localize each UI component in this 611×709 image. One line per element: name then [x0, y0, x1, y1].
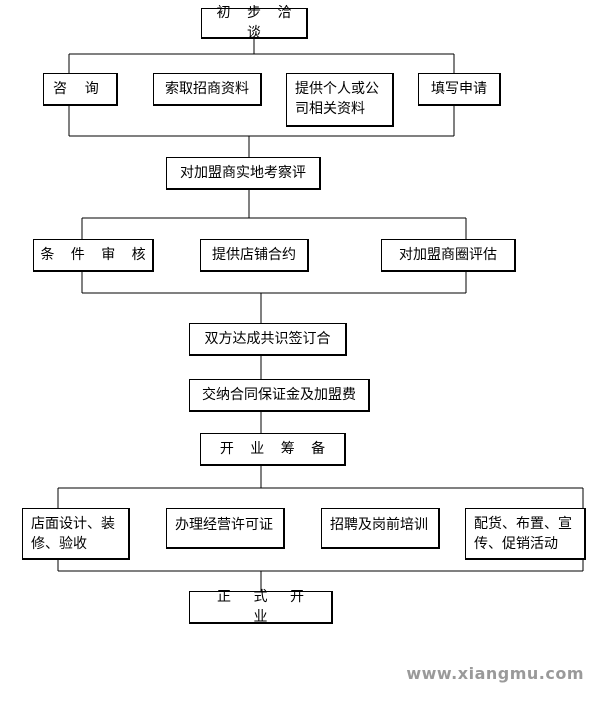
step-recruit-training: 招聘及岗前培训: [321, 508, 440, 549]
step-stocking-promotion: 配货、布置、宣传、促销活动: [465, 508, 586, 560]
step-store-contract: 提供店铺合约: [200, 239, 309, 272]
step-trade-area-evaluation: 对加盟商圈评估: [381, 239, 516, 272]
step-site-inspection: 对加盟商实地考察评: [166, 157, 321, 190]
step-provide-info: 提供个人或公司相关资料: [286, 73, 394, 127]
step-consult: 咨 询: [43, 73, 118, 106]
step-grand-opening: 正 式 开 业: [189, 589, 333, 625]
step-request-materials: 索取招商资料: [153, 73, 262, 106]
step-business-license: 办理经营许可证: [166, 508, 285, 549]
step-opening-preparation: 开 业 筹 备: [200, 433, 346, 466]
step-fill-application: 填写申请: [418, 73, 501, 106]
step-store-design: 店面设计、装修、验收: [22, 508, 130, 560]
watermark: www.xiangmu.com: [406, 664, 584, 683]
step-initial-negotiation: 初 步 洽 谈: [201, 5, 308, 41]
step-sign-contract: 双方达成共识签订合: [189, 323, 347, 356]
step-condition-review: 条 件 审 核: [33, 239, 154, 272]
step-pay-deposit: 交纳合同保证金及加盟费: [189, 379, 370, 412]
